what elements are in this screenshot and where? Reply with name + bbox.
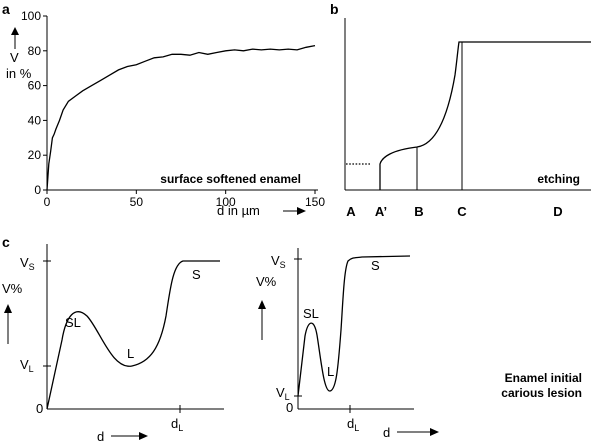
panel-b-label-b: B [414, 204, 423, 219]
panel-c-left-region-s: S [192, 267, 201, 282]
panel-c-left: c VS VL 0 dL V% d SL L S [2, 234, 224, 443]
panel-c-right-vs-label: VS [271, 253, 286, 270]
panel-c-right-ylabel: V% [256, 274, 277, 289]
panel-a-x-tick-label: 0 [44, 195, 51, 209]
panel-a-ylabel-line2: in % [6, 66, 32, 81]
panel-a-x-tick-label: 50 [130, 195, 144, 209]
panel-c-right: VS VL 0 dL V% d SL L S Enamel initial ca… [256, 248, 582, 440]
panel-c-right-region-sl: SL [303, 306, 319, 321]
panel-c-right-region-l: L [327, 364, 334, 379]
panel-a-xlabel: d in µm [217, 203, 260, 218]
panel-a-letter: a [2, 1, 10, 17]
panel-a-y-tick-label: 100 [21, 9, 41, 23]
panel-b: b etching A A’ B C D [330, 1, 591, 219]
panel-b-curve [379, 41, 591, 190]
panel-a-x-arrowhead [297, 207, 306, 215]
panel-c-left-xlabel: d [97, 429, 104, 443]
panel-c-right-vl-label: VL [276, 385, 290, 402]
panel-b-annotation: etching [537, 172, 580, 186]
panel-b-label-c: C [457, 204, 467, 219]
panel-a-y-tick-label: 80 [28, 44, 42, 58]
panel-a-annotation: surface softened enamel [160, 172, 301, 186]
panel-c-left-y-arrowhead [4, 304, 12, 313]
panel-b-label-d: D [553, 204, 562, 219]
panel-c-right-curve [297, 255, 411, 397]
panel-c-right-zero: 0 [286, 400, 293, 415]
panel-a-x-tick-label: 150 [305, 195, 325, 209]
panel-c-right-region-s: S [371, 258, 380, 273]
panel-a-y-ticks: 0 20 40 60 80 100 [21, 9, 47, 197]
panel-a-curve [46, 44, 316, 191]
panel-c-letter: c [2, 234, 10, 250]
panel-a-ylabel-line1: V [10, 50, 19, 65]
panel-a-x-tick-label: 100 [216, 195, 236, 209]
panel-c-left-x-arrowhead [139, 432, 148, 440]
panel-b-label-a-prime: A’ [375, 204, 387, 219]
panel-c-left-region-l: L [127, 346, 134, 361]
panel-c-left-region-sl: SL [65, 315, 81, 330]
panel-c-left-zero: 0 [36, 401, 43, 416]
panel-a-y-tick-label: 0 [34, 183, 41, 197]
panel-a-y-arrowhead [11, 27, 19, 35]
panel-c-right-xlabel: d [383, 425, 390, 440]
panel-a-x-ticks: 0 50 100 150 [44, 190, 325, 209]
panel-c-right-y-arrowhead [258, 300, 266, 309]
panel-c-right-annotation-line1: Enamel initial [505, 371, 582, 385]
panel-c-right-x-arrowhead [430, 428, 439, 436]
panel-a-y-tick-label: 40 [28, 113, 42, 127]
panel-b-label-a: A [346, 204, 356, 219]
panel-c-left-ylabel: V% [2, 281, 23, 296]
panel-c-right-annotation-line2: carious lesion [501, 386, 582, 400]
panel-a-y-tick-label: 20 [28, 148, 42, 162]
panel-a: a 0 20 40 60 80 100 0 50 100 150 V in % surface … [2, 1, 325, 218]
panel-c-right-dl-label: dL [347, 416, 359, 433]
panel-b-letter: b [330, 1, 339, 17]
panel-a-y-tick-label: 60 [28, 79, 42, 93]
panel-c-left-dl-label: dL [171, 416, 183, 433]
panel-c-left-curve [46, 260, 220, 410]
panel-c-left-vs-label: VS [20, 255, 35, 272]
panel-c-left-vl-label: VL [20, 357, 34, 374]
